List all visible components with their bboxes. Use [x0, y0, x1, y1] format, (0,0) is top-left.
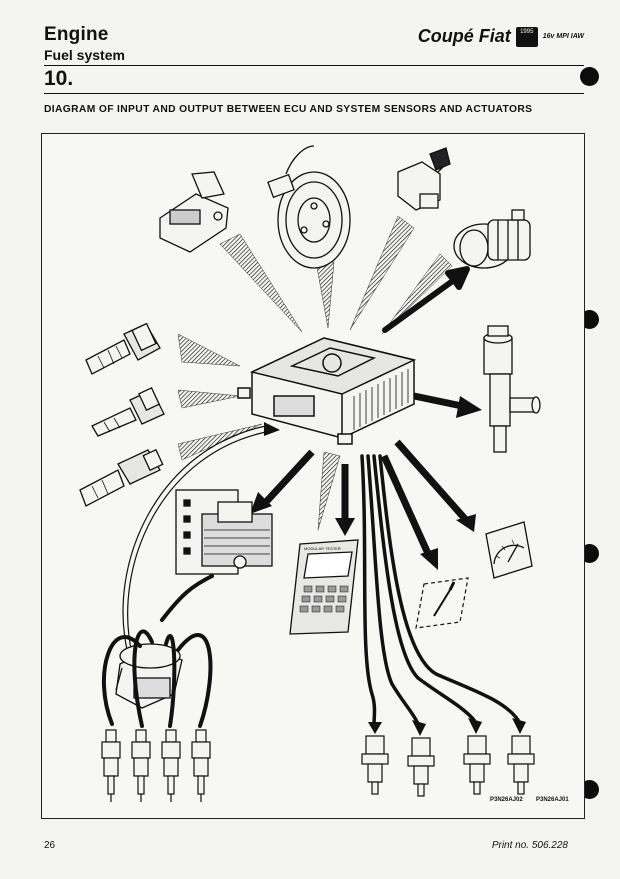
ht-leads — [101, 574, 214, 728]
brand-name: Coupé Fiat — [417, 26, 511, 46]
input-wedge-throttle-sensor — [177, 333, 241, 367]
rpm-sensor-flywheel — [267, 145, 351, 269]
coolant-temp-sensor — [85, 322, 161, 375]
spark-plug-icon — [131, 729, 151, 802]
warning-lamp — [415, 577, 469, 629]
brand-model: 16v MPI IAW — [542, 33, 584, 40]
header-rule-bottom — [44, 93, 584, 94]
spark-plug-icon — [161, 729, 181, 802]
ecu-io-diagram: MODULAR TESTER — [79, 145, 541, 802]
figure-code-right: P3N26AJ01 — [536, 797, 569, 803]
output-arrow-ac-compressor — [382, 266, 470, 333]
output-arrow-warning-lamp — [380, 454, 438, 570]
air-temp-sensor — [91, 387, 165, 437]
brand-header: Coupé Fiat 1995 16v MPI IAW — [418, 26, 584, 47]
output-arrow-idle-actuator — [413, 392, 482, 418]
injector-icon — [407, 737, 435, 797]
output-arrow-tester — [335, 464, 355, 536]
idle-speed-actuator — [483, 325, 541, 453]
chapter-number: 10. — [44, 67, 74, 90]
section-title: Engine — [44, 24, 109, 45]
input-wedge-ignition-switch — [349, 215, 415, 331]
ignition-coil-module — [175, 489, 273, 575]
ac-compressor — [453, 209, 531, 269]
input-wedge-map-sensor — [219, 233, 303, 333]
input-wedge-diagnostic — [317, 451, 341, 531]
page-number: 26 — [44, 840, 56, 851]
rev-counter-gauge — [485, 521, 533, 579]
injector-wires — [360, 454, 526, 736]
input-arrow-crank-sensor — [122, 422, 280, 655]
figure-code-left: P3N26AJ02 — [490, 797, 523, 803]
input-wedge-ac-compressor — [381, 253, 453, 335]
spark-plug-icon — [101, 729, 121, 802]
lambda-sensor — [79, 448, 164, 507]
output-arrow-rev-counter — [394, 439, 476, 532]
ignition-switch — [397, 147, 451, 211]
input-wedge-temp-sensor — [177, 389, 241, 409]
diagram-title: DIAGRAM OF INPUT AND OUTPUT BETWEEN ECU … — [44, 104, 533, 115]
injector-icon — [507, 735, 535, 795]
actuator-output-arrows — [122, 266, 482, 655]
diagram-frame: MODULAR TESTER — [41, 133, 585, 819]
ecu-unit — [237, 337, 417, 445]
print-number: Print no. 506.228 — [491, 840, 568, 851]
tester-label: MODULAR TESTER — [304, 546, 341, 551]
binder-hole-icon — [580, 67, 599, 86]
header-rule-top — [44, 65, 584, 66]
spark-plug-icon — [191, 729, 211, 802]
output-arrow-coil — [250, 449, 315, 514]
map-sensor — [159, 171, 229, 253]
fuel-injectors — [361, 735, 535, 797]
injector-icon — [361, 735, 389, 795]
diagnostic-tester: MODULAR TESTER — [289, 539, 359, 635]
spark-plugs — [101, 729, 211, 802]
injector-icon — [463, 735, 491, 795]
subsection-title: Fuel system — [44, 47, 125, 63]
brand-badge: 1995 — [515, 26, 538, 47]
input-wedge-rpm-sensor — [315, 261, 335, 329]
